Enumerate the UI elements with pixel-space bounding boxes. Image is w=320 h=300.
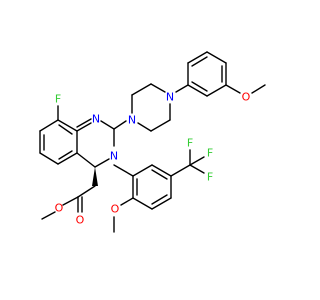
bond	[76, 152, 96, 168]
bonds	[39, 51, 266, 233]
bond	[206, 51, 227, 64]
bond	[151, 164, 172, 177]
bond	[191, 56, 208, 67]
cf3-fluorine-upper-right: F	[207, 147, 213, 160]
bond	[189, 164, 205, 174]
bond	[151, 169, 168, 180]
fluorine-label: F	[55, 93, 61, 106]
bond	[225, 84, 241, 94]
bond	[137, 122, 152, 132]
bond	[77, 185, 96, 198]
bond	[150, 119, 171, 132]
bond	[113, 164, 134, 177]
bond	[92, 167, 98, 186]
bond	[187, 84, 208, 97]
cf3-fluorine-top: F	[187, 137, 193, 150]
bond	[189, 156, 205, 166]
bond	[187, 51, 208, 64]
bond	[76, 118, 92, 128]
bond	[206, 84, 227, 97]
molecule-structure-drawing: F N N N N O O O O F F F	[39, 51, 266, 233]
bond	[251, 84, 266, 94]
atom-labels: F N N N N O O O O F F F	[55, 91, 251, 227]
bond	[131, 83, 152, 96]
aryl-methoxy-oxygen: O	[111, 203, 120, 216]
cf3-fluorine-lower-right: F	[207, 171, 213, 184]
bond	[62, 196, 79, 206]
bond	[151, 197, 172, 210]
methoxy-oxygen-top: O	[242, 91, 251, 104]
molecule-canvas: F N N N N O O O O F F F	[39, 51, 266, 233]
bond	[132, 197, 153, 210]
bond	[94, 158, 110, 168]
bond	[39, 152, 59, 165]
ester-ether-oxygen: O	[55, 202, 64, 215]
bond	[120, 197, 134, 206]
bond	[150, 83, 166, 93]
ring-nitrogen-lower: N	[110, 150, 118, 163]
bond	[132, 164, 153, 177]
piperazine-nitrogen-left: N	[128, 114, 136, 127]
bond	[58, 124, 73, 135]
bond	[175, 84, 189, 93]
bond	[170, 164, 191, 177]
bond	[191, 81, 208, 92]
ring-nitrogen-upper: N	[92, 113, 100, 126]
bond	[58, 150, 73, 160]
bond	[113, 120, 127, 130]
bond	[151, 194, 168, 205]
bond	[76, 122, 92, 132]
bond	[100, 120, 115, 130]
bond	[57, 119, 78, 132]
bond	[57, 152, 78, 165]
bond	[41, 211, 56, 220]
piperazine-nitrogen-right: N	[166, 91, 174, 104]
bond	[39, 119, 59, 132]
ester-carbonyl-oxygen: O	[76, 214, 85, 227]
